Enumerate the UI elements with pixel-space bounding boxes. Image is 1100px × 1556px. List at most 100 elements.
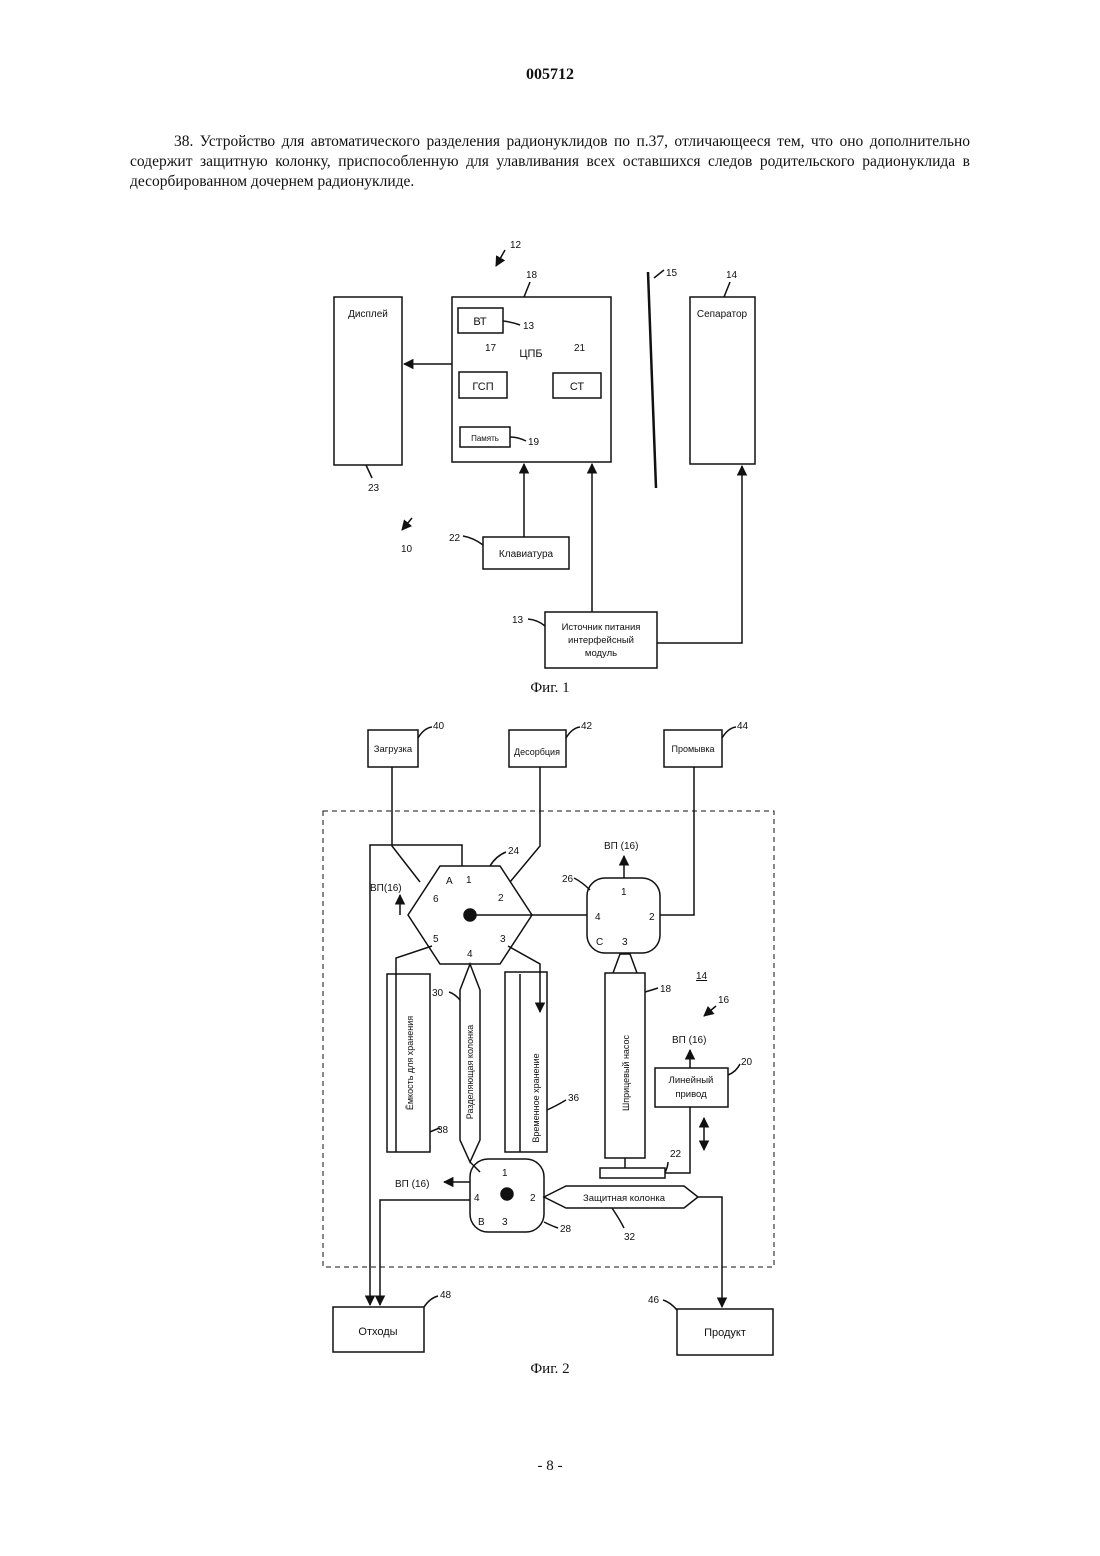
ref-42: 42 [581, 721, 593, 732]
ref-26: 26 [562, 874, 574, 885]
leader-10 [402, 518, 412, 530]
memory-label: Память [471, 434, 499, 443]
figure-1-labels: Дисплей ЦПБ ВТ ГСП СТ Память Сепаратор К… [348, 240, 747, 659]
ref-21: 21 [574, 343, 586, 354]
leader-20 [728, 1064, 740, 1075]
leader-48 [424, 1296, 438, 1307]
ref-20: 20 [741, 1057, 753, 1068]
leader-16 [704, 1006, 716, 1016]
leader-36 [547, 1100, 566, 1110]
ref-17: 17 [485, 343, 497, 354]
vp16-valve-a: ВП(16) [370, 883, 402, 894]
display-label: Дисплей [348, 309, 388, 320]
ref-18-fig2: 18 [660, 984, 672, 995]
ref-13a: 13 [523, 321, 535, 332]
valve-a-letter: A [446, 876, 453, 887]
ref-14-fig2: 14 [696, 971, 708, 982]
psu-label-line2: интерфейсный [568, 635, 634, 646]
leader-18 [524, 282, 530, 297]
valve-b-rotor [501, 1188, 513, 1200]
page-number: - 8 - [0, 1458, 1100, 1475]
linear-drive-link [665, 1107, 690, 1173]
ref-46: 46 [648, 1295, 660, 1306]
valve-c-port-1: 1 [621, 887, 627, 898]
valve-b-port-3: 3 [502, 1217, 508, 1228]
leader-24 [490, 852, 506, 866]
vt-label: ВТ [473, 316, 487, 328]
ref-10: 10 [401, 544, 413, 555]
ref-18: 18 [526, 270, 538, 281]
leader-14 [724, 282, 730, 297]
figure-1 [334, 250, 755, 668]
cpu-label: ЦПБ [519, 348, 542, 360]
pipe-washing-to-c2 [660, 767, 694, 915]
leader-40 [418, 727, 432, 738]
ref-44: 44 [737, 721, 749, 732]
guard-column-label: Защитная колонка [583, 1193, 666, 1204]
valve-a-port-3: 3 [500, 934, 506, 945]
figure-2-caption: Фиг. 2 [530, 1361, 569, 1377]
leader-30 [449, 992, 460, 1000]
psu-label-line3: модуль [585, 648, 617, 659]
separator-label: Сепаратор [697, 309, 748, 320]
ref-13b: 13 [512, 615, 524, 626]
psu-label-line1: Источник питания [562, 622, 641, 633]
ref-24: 24 [508, 846, 520, 857]
valve-c-port-4: 4 [595, 912, 601, 923]
syringe-plunger [600, 1158, 665, 1178]
leader-26 [574, 878, 590, 890]
valve-b-port-2: 2 [530, 1193, 536, 1204]
loading-label: Загрузка [374, 744, 413, 755]
pipe-b4-to-waste [380, 1200, 470, 1305]
valve-a-rotor [464, 909, 476, 921]
valve-c-port-2: 2 [649, 912, 655, 923]
ref-19: 19 [528, 437, 540, 448]
display-box [334, 297, 402, 465]
vp16-valve-c: ВП (16) [604, 841, 638, 852]
linear-drive-box [655, 1068, 728, 1107]
ref-40: 40 [433, 721, 445, 732]
ref-22-fig2: 22 [670, 1149, 682, 1160]
washing-label: Промывка [671, 744, 714, 754]
leader-19 [510, 437, 526, 441]
ref-12: 12 [510, 240, 522, 251]
ref-23: 23 [368, 483, 380, 494]
valve-a-port-4: 4 [467, 949, 473, 960]
ref-36: 36 [568, 1093, 580, 1104]
valve-a-port-6: 6 [433, 894, 439, 905]
ref-48: 48 [440, 1290, 452, 1301]
ref-38: 38 [437, 1125, 449, 1136]
ref-30: 30 [432, 988, 444, 999]
leader-44 [722, 727, 736, 738]
leader-32 [612, 1208, 624, 1228]
barrier-line [648, 272, 656, 488]
pipe-a3-to-temp-storage [508, 946, 540, 1012]
leader-13b [528, 619, 545, 626]
pipe-loading-to-a6 [392, 767, 420, 882]
pipe-a1-to-waste [370, 845, 462, 1305]
desorption-label: Десорбция [514, 747, 560, 757]
vp16-linear-drive: ВП (16) [672, 1035, 706, 1046]
separator-box [690, 297, 755, 464]
valve-c-port-3: 3 [622, 937, 628, 948]
leader-42 [566, 727, 580, 738]
storage-tank-label: Ёмкость для хранения [405, 1016, 415, 1110]
keyboard-label: Клавиатура [499, 549, 554, 560]
leader-23 [366, 465, 372, 478]
pipe-guard-to-product [698, 1197, 722, 1307]
valve-a-port-5: 5 [433, 934, 439, 945]
ref-14: 14 [726, 270, 738, 281]
leader-18b [645, 988, 658, 992]
linear-drive-label-1: Линейный [669, 1075, 714, 1086]
ref-32: 32 [624, 1232, 636, 1243]
ref-15: 15 [666, 268, 678, 279]
valve-a-port-2: 2 [498, 893, 504, 904]
leader-28 [544, 1222, 558, 1228]
pipe-desorption-to-a2 [510, 767, 540, 882]
valve-c-letter: C [596, 937, 603, 948]
valve-b-port-4: 4 [474, 1193, 480, 1204]
leader-46 [663, 1300, 677, 1310]
ref-22: 22 [449, 533, 461, 544]
st-label: СТ [570, 381, 585, 393]
